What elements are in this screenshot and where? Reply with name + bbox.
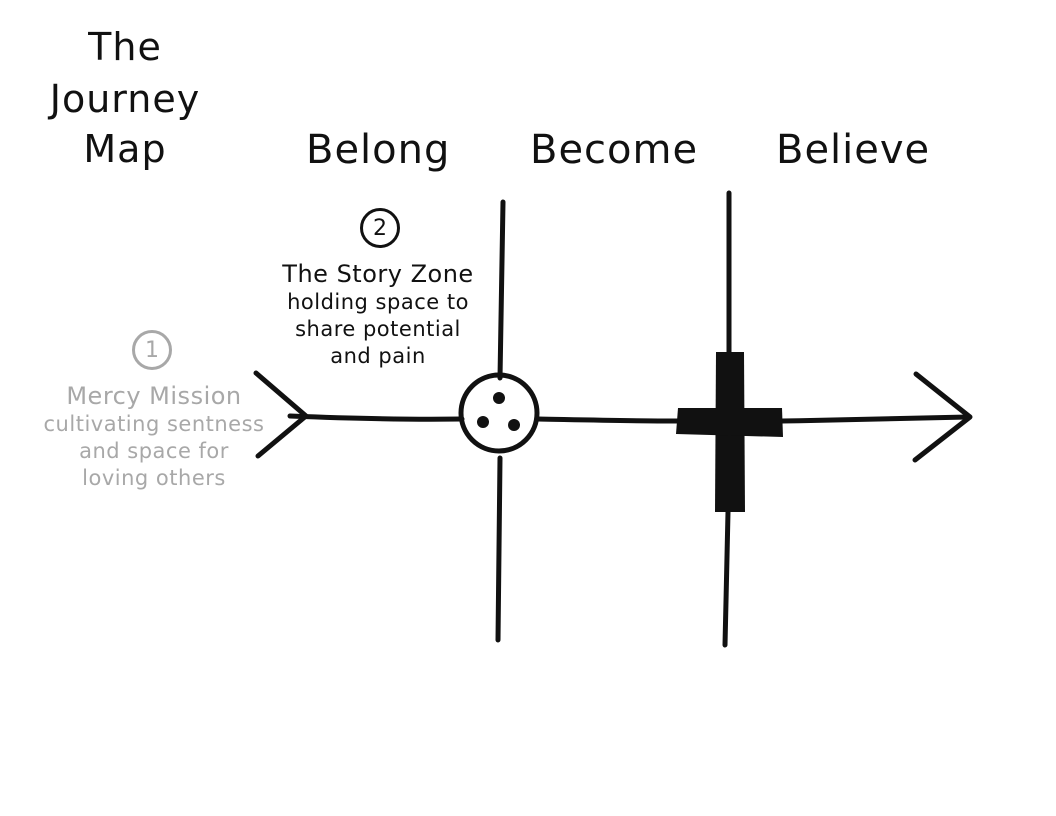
title-line-1: The [88,25,162,69]
step-2-line-2: share potential [295,317,461,341]
step-1-line-1: cultivating sentness [43,412,265,436]
journey-path-line-mid [535,416,681,424]
three-dot-marker-dots [477,392,520,431]
stage-divider-belong-become-bottom [495,455,503,643]
stage-divider-become-believe-bottom [722,509,731,648]
journey-path-line-end [779,414,971,424]
step-1-line-3: loving others [82,466,226,490]
three-dot-circle-icon [458,372,540,454]
cross-icon [676,352,783,512]
stage-divider-belong-become-top [497,199,506,381]
fletching-icon [253,370,309,459]
step-2-line-3: and pain [330,344,426,368]
step-2-note: The Story Zone holding space to share po… [258,262,498,373]
step-2-number-badge: 2 [360,208,400,248]
title-line-2: Journey [49,77,201,121]
stage-label-believe: Believe [776,127,931,173]
title-line-3: Map [83,127,167,171]
arrow-icon [912,371,973,463]
stage-label-belong: Belong [306,127,451,173]
journey-path-line [287,413,465,422]
step-1-title: Mercy Mission [66,382,242,410]
step-2-line-1: holding space to [287,290,469,314]
step-1-number-badge: 1 [132,330,172,370]
stage-label-become: Become [530,127,699,173]
step-1-note: Mercy Mission cultivating sentness and s… [34,384,274,495]
step-1-line-2: and space for [79,439,229,463]
step-2-title: The Story Zone [282,260,474,288]
